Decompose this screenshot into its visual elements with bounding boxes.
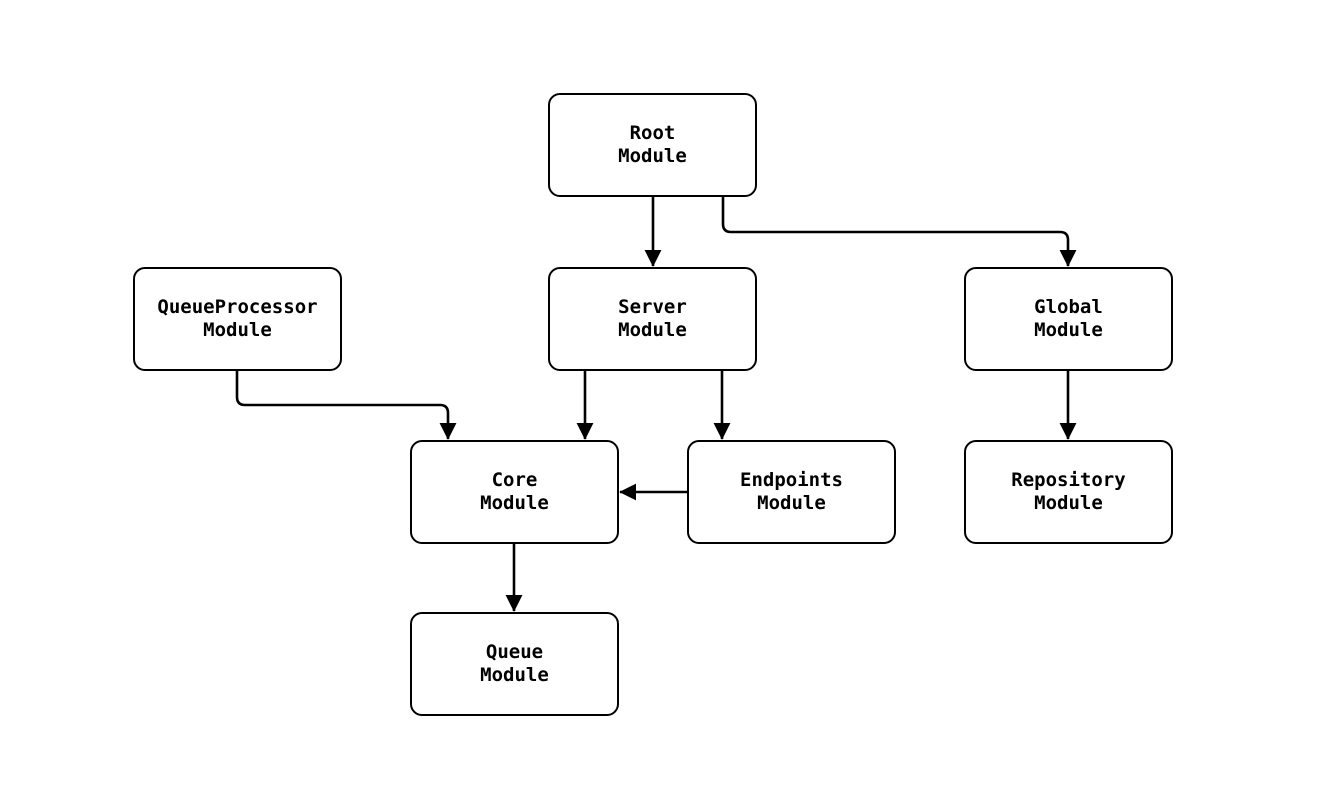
node-label-line1: Queue	[485, 641, 544, 663]
node-label-line2: Module	[618, 145, 687, 167]
node-label-line1: Root	[629, 122, 676, 144]
node-label-line1: Server	[618, 296, 687, 318]
node-label-line1: Endpoints	[740, 469, 843, 491]
node-label-line2: Module	[1034, 492, 1103, 514]
node-label-line2: Module	[618, 319, 687, 341]
node-label-line2: Module	[480, 492, 549, 514]
node-label-line1: Core	[491, 469, 538, 491]
node-label-line2: Module	[1034, 319, 1103, 341]
node-label-line2: Module	[480, 664, 549, 686]
node-core-module: Core Module	[410, 440, 619, 544]
node-label-line2: Module	[203, 319, 272, 341]
node-endpoints-module: Endpoints Module	[687, 440, 896, 544]
edge-root-to-global	[721, 197, 1077, 267]
node-queue-module: Queue Module	[410, 612, 619, 716]
node-label-line1: QueueProcessor	[157, 296, 318, 318]
node-server-module: Server Module	[548, 267, 757, 371]
node-label-line1: Repository	[1011, 469, 1126, 491]
node-queueprocessor-module: QueueProcessor Module	[133, 267, 342, 371]
node-global-module: Global Module	[964, 267, 1173, 371]
edge-queueprocessor-to-core	[235, 371, 457, 440]
node-label-line2: Module	[757, 492, 826, 514]
node-label-line1: Global	[1034, 296, 1103, 318]
node-root-module: Root Module	[548, 93, 757, 197]
node-repository-module: Repository Module	[964, 440, 1173, 544]
